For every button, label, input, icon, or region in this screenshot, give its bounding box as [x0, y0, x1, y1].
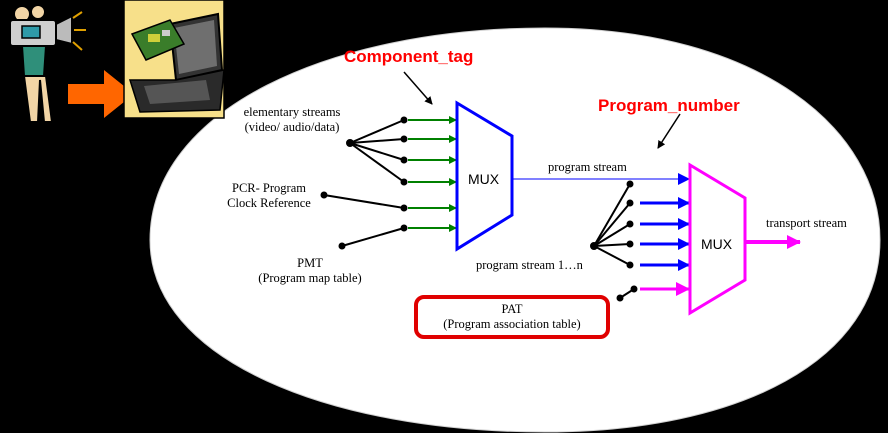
green-input-arrows — [408, 116, 457, 232]
elementary-streams-line2: (video/ audio/data) — [244, 120, 340, 134]
pat-line2: (Program association table) — [443, 317, 581, 331]
program-stream-fan — [590, 180, 634, 269]
transport-stream-label: transport stream — [766, 216, 847, 230]
pmt-label: PMT (Program map table) — [250, 256, 370, 286]
elementary-streams-line1: elementary streams — [243, 105, 341, 119]
orange-arrow-icon — [68, 70, 134, 118]
camera-man-clipart — [2, 4, 86, 129]
pat-line — [616, 285, 638, 302]
pmt-line — [338, 224, 408, 250]
background-ellipse — [149, 27, 881, 433]
pat-label: PAT (Program association table) — [414, 302, 610, 332]
pmt-line1: PMT — [297, 256, 323, 270]
pat-box — [414, 295, 610, 339]
program-number-pointer — [657, 113, 681, 149]
program-stream-n-label: program stream 1…n — [476, 258, 583, 272]
right-mux-label: MUX — [701, 236, 733, 252]
pcr-label: PCR- Program Clock Reference — [214, 181, 324, 211]
component-tag-title: Component_tag — [344, 47, 474, 66]
pcr-line — [320, 191, 408, 212]
left-mux-shape — [455, 100, 514, 252]
right-mux-shape — [688, 162, 747, 316]
pat-line1: PAT — [501, 302, 523, 316]
program-number-title: Program_number — [598, 96, 740, 115]
elementary-streams-fan — [346, 116, 408, 186]
laptop-clipart — [123, 0, 225, 119]
program-stream-label: program stream — [548, 160, 627, 174]
pcr-line1: PCR- Program — [232, 181, 306, 195]
component-tag-pointer — [403, 71, 433, 105]
left-mux-label: MUX — [468, 171, 500, 187]
blue-input-arrows — [640, 197, 690, 271]
pcr-line2: Clock Reference — [227, 196, 311, 210]
elementary-streams-label: elementary streams (video/ audio/data) — [232, 105, 352, 135]
pmt-line2: (Program map table) — [258, 271, 362, 285]
